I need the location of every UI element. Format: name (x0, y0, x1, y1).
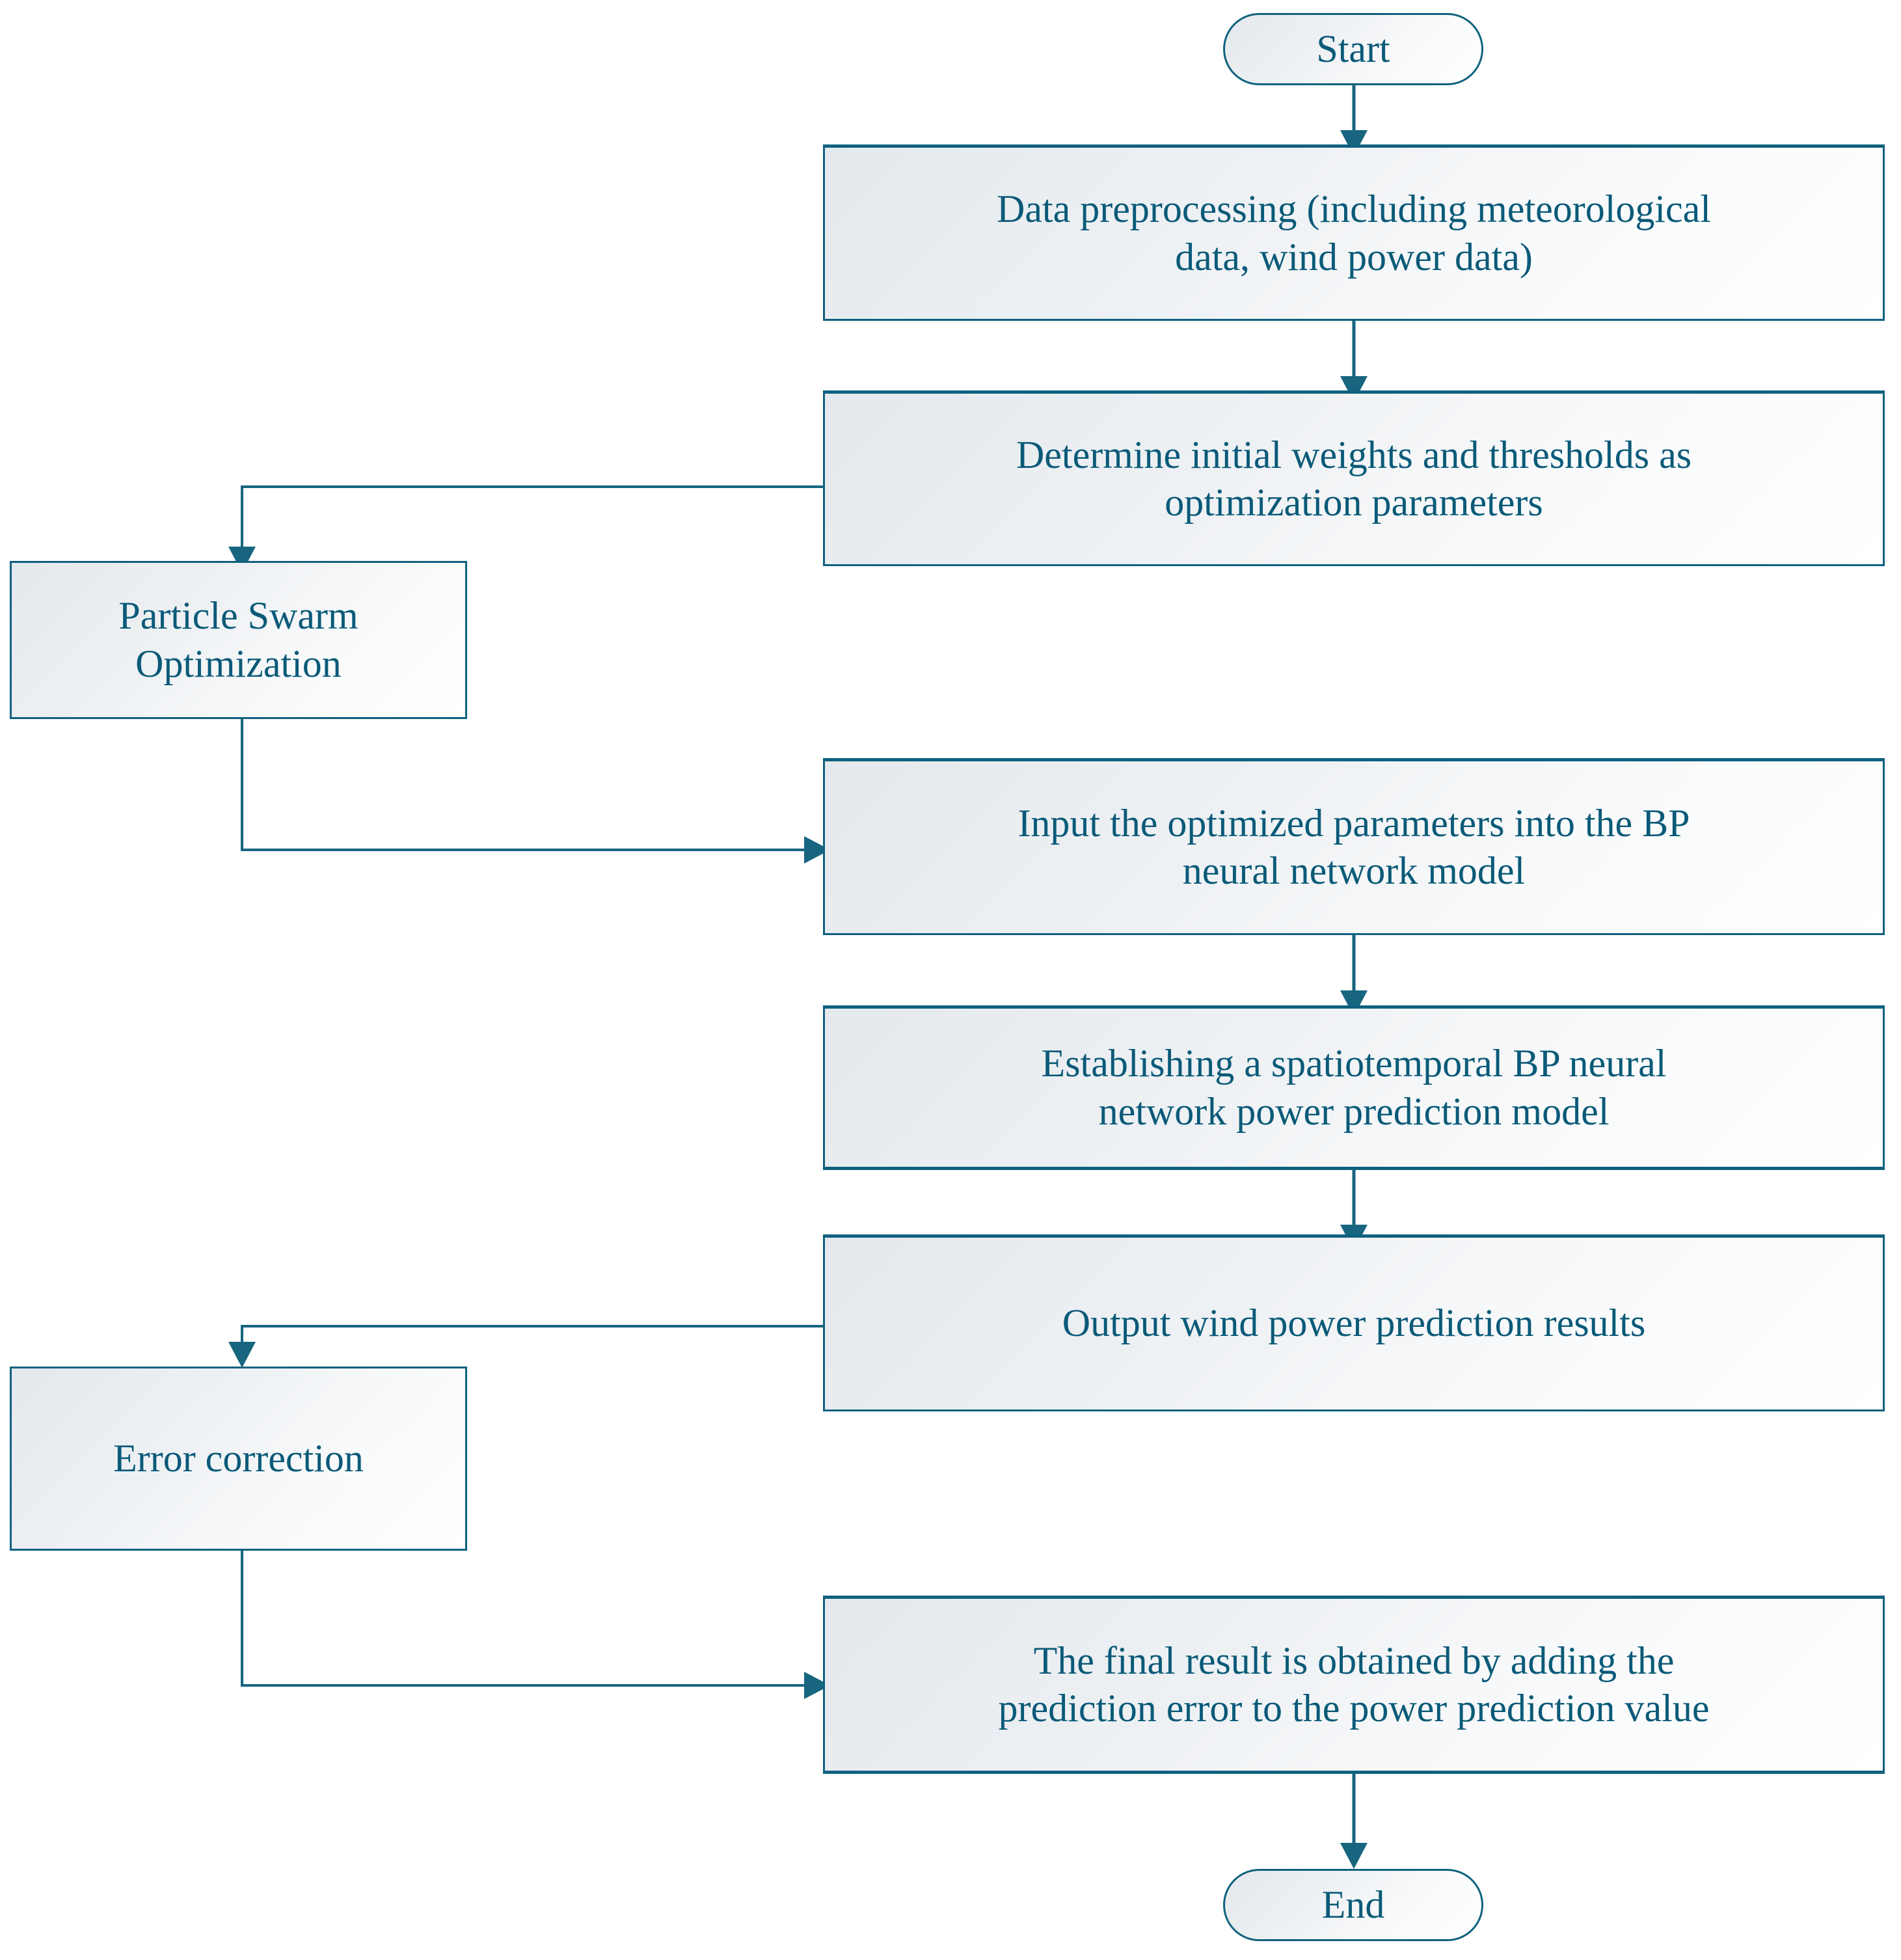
node-input-optimized-parameters-label: Input the optimized parameters into the … (1018, 801, 1690, 892)
node-output-prediction-results[interactable]: Output wind power prediction results (823, 1234, 1885, 1411)
node-particle-swarm-optimization-label: Particle Swarm Optimization (118, 594, 358, 685)
node-data-preprocessing-label: Data preprocessing (including meteorolog… (997, 187, 1711, 279)
node-final-result-label: The final result is obtained by adding t… (998, 1639, 1710, 1730)
node-output-prediction-results-label: Output wind power prediction results (1062, 1301, 1646, 1345)
node-start-label: Start (1316, 27, 1390, 70)
edge-output-to-error-correction (228, 1325, 823, 1368)
edge-final-result-to-end (1340, 1774, 1368, 1869)
node-establish-spatiotemporal-model[interactable]: Establishing a spatiotemporal BP neural … (823, 1005, 1885, 1170)
node-determine-initial-weights-label: Determine initial weights and thresholds… (1016, 433, 1692, 524)
edge-error-correction-to-final-result (241, 1551, 830, 1699)
node-input-optimized-parameters[interactable]: Input the optimized parameters into the … (823, 758, 1885, 935)
node-end-label: End (1321, 1883, 1385, 1926)
node-determine-initial-weights[interactable]: Determine initial weights and thresholds… (823, 390, 1885, 566)
node-error-correction-label: Error correction (113, 1436, 364, 1480)
node-start[interactable]: Start (1223, 13, 1483, 85)
edge-input-params-to-establish (1340, 935, 1368, 1016)
node-final-result[interactable]: The final result is obtained by adding t… (823, 1596, 1885, 1774)
node-establish-spatiotemporal-model-label: Establishing a spatiotemporal BP neural … (1041, 1042, 1667, 1133)
node-particle-swarm-optimization[interactable]: Particle Swarm Optimization (10, 561, 467, 719)
node-error-correction[interactable]: Error correction (10, 1367, 467, 1551)
edge-determine-to-pso (228, 485, 823, 573)
node-end[interactable]: End (1223, 1869, 1483, 1941)
edge-pso-to-input-params (241, 719, 830, 864)
node-data-preprocessing[interactable]: Data preprocessing (including meteorolog… (823, 144, 1885, 321)
